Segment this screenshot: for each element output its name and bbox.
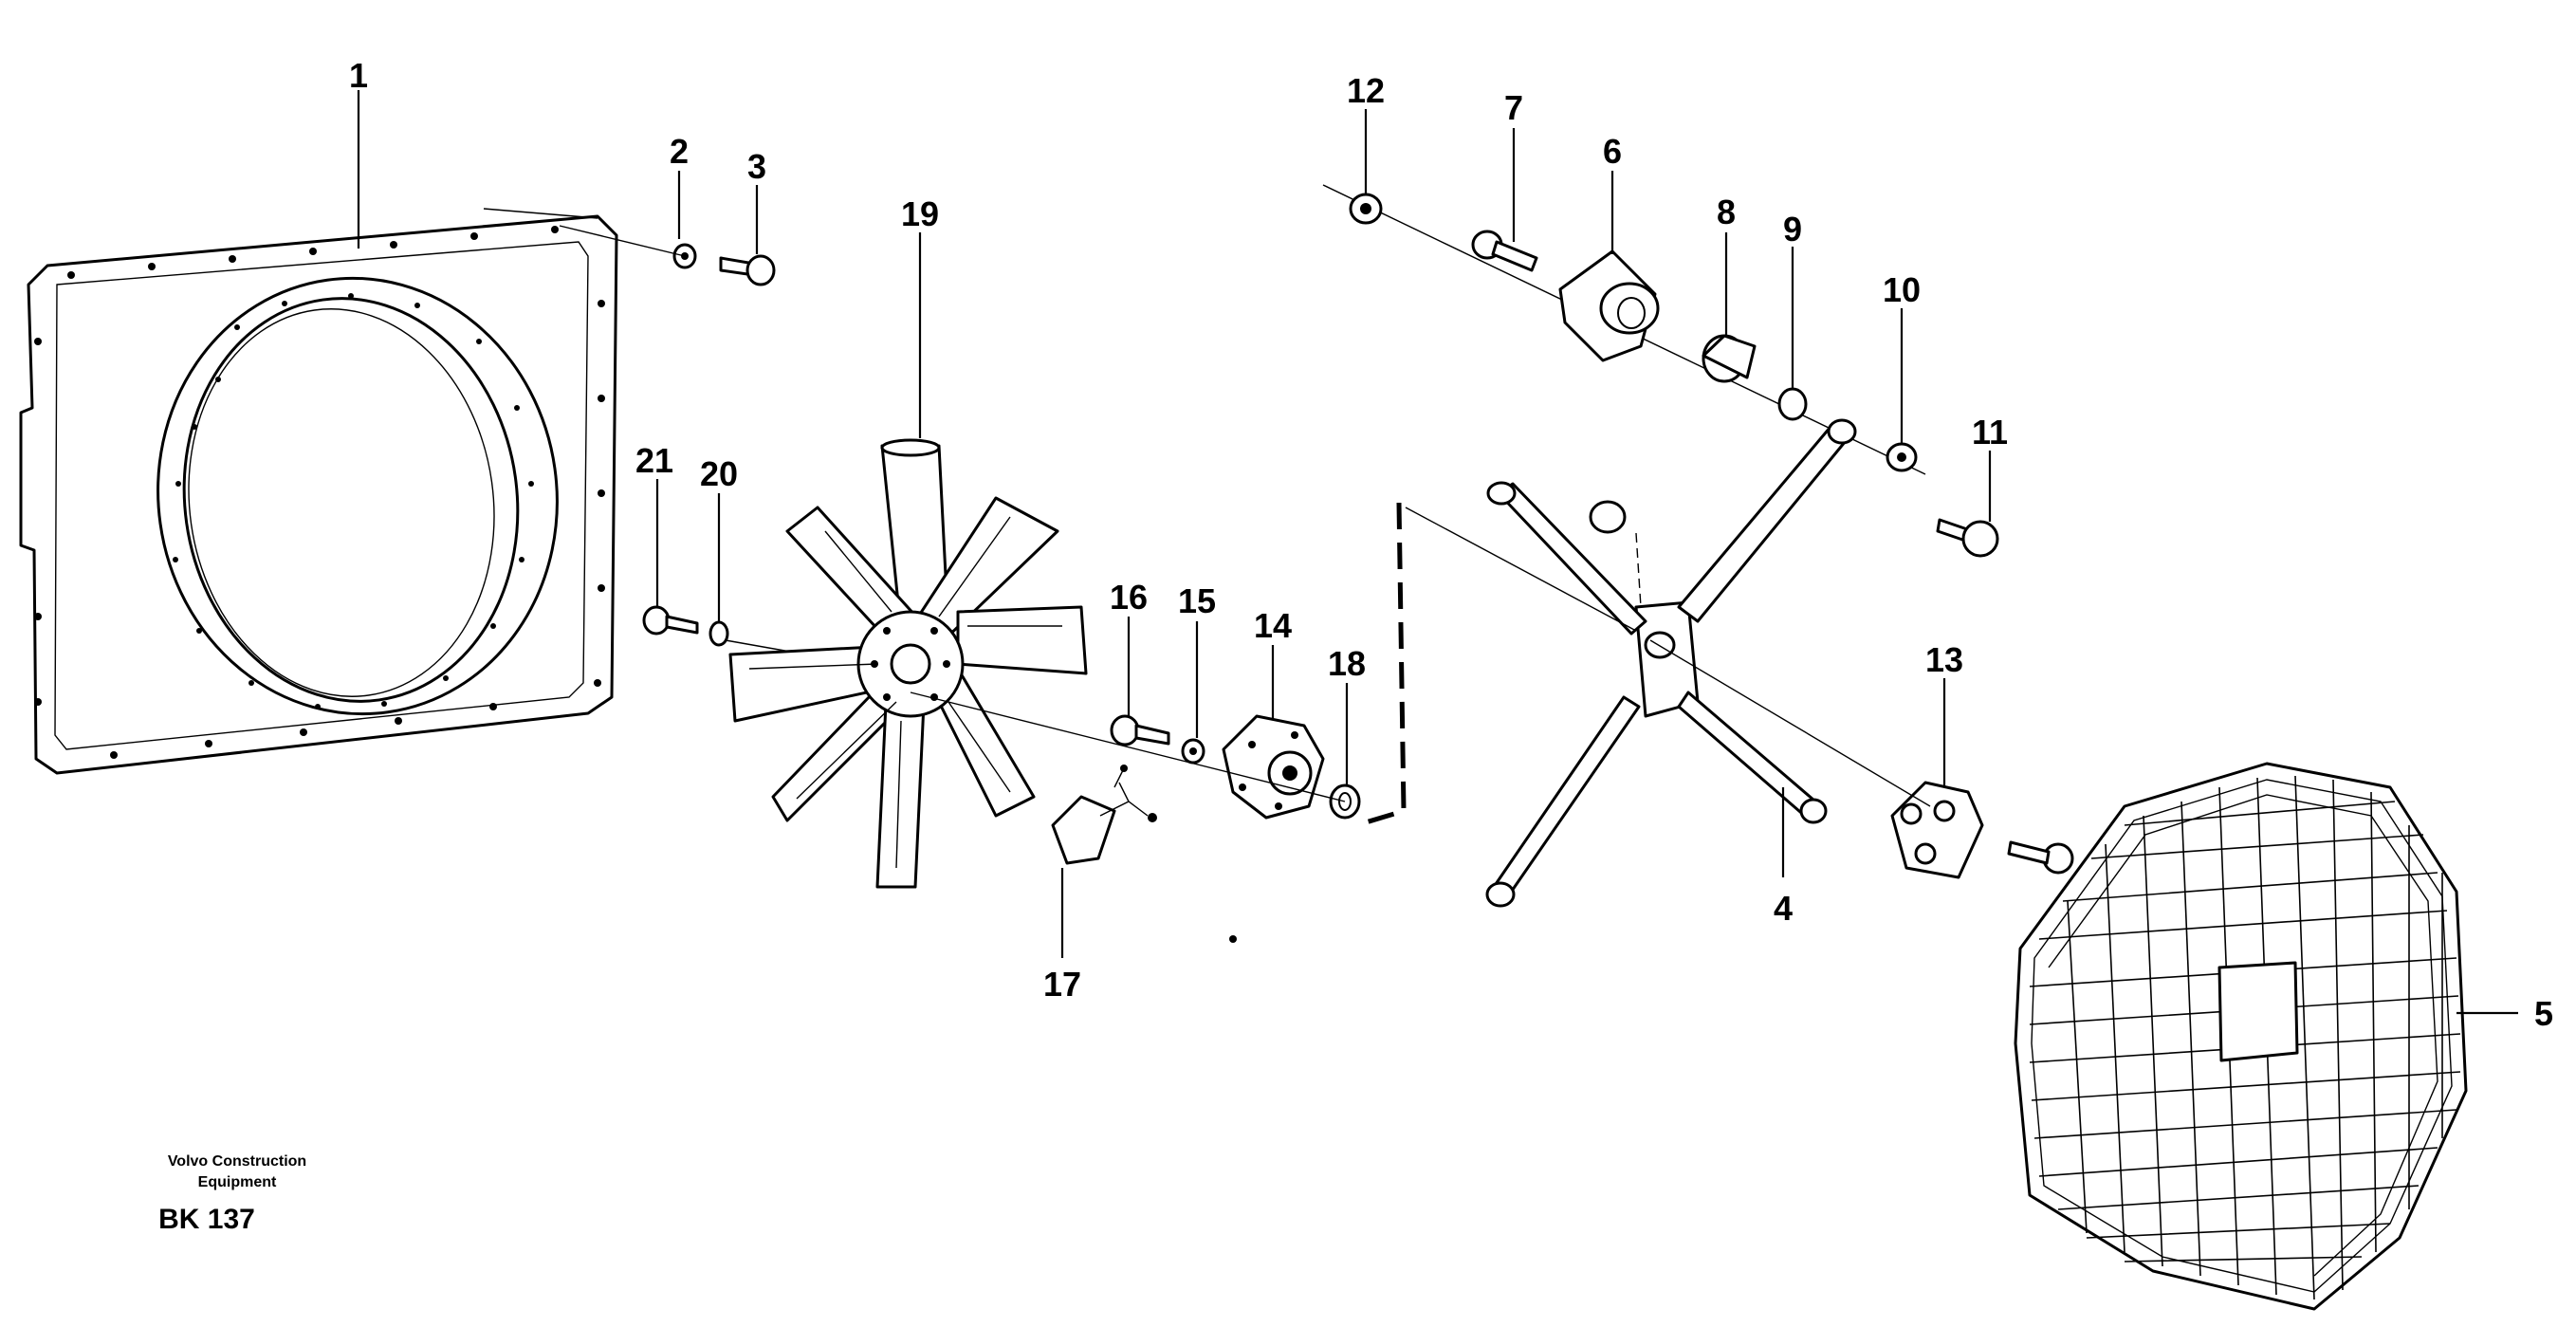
callout-11: 11 bbox=[1972, 413, 2008, 452]
callout-15: 15 bbox=[1178, 581, 1216, 620]
callout-13: 13 bbox=[1925, 640, 1963, 679]
callout-12: 12 bbox=[1347, 71, 1385, 110]
callout-3: 3 bbox=[747, 147, 766, 186]
callout-labels: 1 2 3 19 21 20 16 15 14 18 17 12 7 6 8 9… bbox=[349, 56, 2553, 1033]
sensor-icon bbox=[1051, 765, 1157, 865]
bushing-icon bbox=[1702, 334, 1757, 383]
bolt-icon bbox=[642, 605, 699, 636]
callout-10: 10 bbox=[1883, 270, 1921, 309]
figure-code: BK 137 bbox=[158, 1204, 255, 1235]
callout-5: 5 bbox=[2534, 994, 2553, 1033]
bracket-icon bbox=[1558, 249, 1660, 362]
washer-icon bbox=[708, 620, 729, 647]
bolt-icon bbox=[1471, 230, 1538, 272]
callout-19: 19 bbox=[901, 194, 939, 233]
callout-21: 21 bbox=[635, 441, 673, 480]
fan-blade-icon bbox=[728, 438, 1088, 889]
callout-16: 16 bbox=[1110, 578, 1148, 617]
callout-17: 17 bbox=[1043, 965, 1081, 1004]
callout-9: 9 bbox=[1783, 210, 1802, 249]
credit-block: Volvo Construction Equipment BK 137 bbox=[158, 1153, 306, 1235]
credit-company-line2: Equipment bbox=[198, 1174, 277, 1190]
callout-2: 2 bbox=[670, 132, 689, 171]
callout-18: 18 bbox=[1328, 644, 1366, 683]
leader-lines bbox=[357, 90, 2518, 1015]
washer-icon bbox=[1181, 738, 1205, 765]
fan-shroud-icon bbox=[19, 208, 618, 775]
callout-1: 1 bbox=[349, 56, 368, 95]
fan-guard-icon bbox=[2014, 762, 2468, 1311]
washer-icon bbox=[1777, 387, 1808, 421]
credit-company: Volvo Construction bbox=[168, 1153, 306, 1170]
callout-4: 4 bbox=[1774, 889, 1793, 928]
callout-14: 14 bbox=[1254, 606, 1292, 645]
callout-7: 7 bbox=[1504, 88, 1523, 127]
bolt-icon bbox=[719, 254, 776, 286]
hub-icon bbox=[1222, 714, 1325, 820]
bracket-icon bbox=[1405, 418, 1857, 908]
bracket-icon bbox=[1649, 639, 2074, 879]
nut-icon bbox=[1349, 193, 1383, 225]
bolt-icon bbox=[1936, 518, 1999, 558]
stray-dot bbox=[1229, 935, 1237, 943]
nut-icon bbox=[1886, 442, 1918, 472]
callout-8: 8 bbox=[1717, 193, 1736, 231]
callout-6: 6 bbox=[1603, 132, 1622, 171]
bolt-icon bbox=[1110, 714, 1170, 746]
callout-20: 20 bbox=[700, 454, 738, 493]
